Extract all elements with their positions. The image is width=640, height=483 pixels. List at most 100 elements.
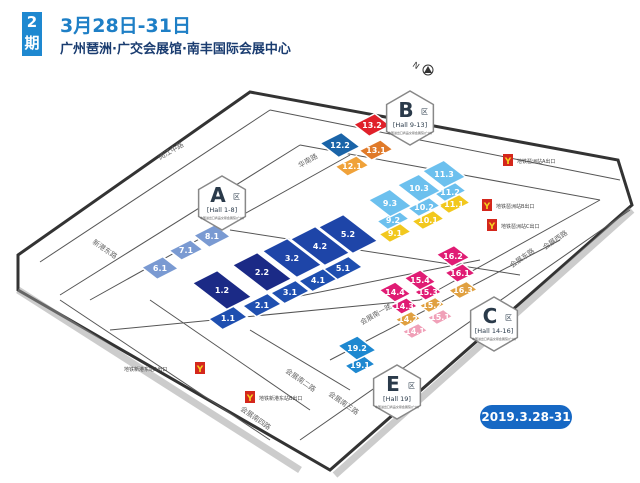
road-edge <box>229 229 521 276</box>
hall-label: 5.1 <box>336 264 351 273</box>
zone-halls: [Hall 14-16] <box>475 327 514 335</box>
metro-glyph: Y <box>483 202 491 212</box>
hall-label: 4.1 <box>311 276 326 285</box>
hall-block <box>260 237 324 279</box>
period-number: 2 <box>26 13 38 31</box>
hall-block <box>318 131 362 159</box>
hall-label: 14.2 <box>398 315 418 324</box>
road-edge <box>299 209 631 441</box>
hall-6-1: 6.1 <box>140 255 180 281</box>
hall-block <box>389 296 419 316</box>
hall-block <box>190 269 254 311</box>
hall-label: 2.1 <box>255 301 270 310</box>
hall-14-2: 14.2 <box>393 310 423 328</box>
metro-glyph: Y <box>246 394 254 404</box>
hall-5-1: 5.1 <box>322 255 364 281</box>
compass-label: N <box>411 60 421 71</box>
hall-block <box>410 209 446 231</box>
venue-name: 广州琶洲·广交会展馆·南丰国际会展中心 <box>60 42 291 57</box>
metro-label: 地铁新港东站A出口 <box>124 366 167 373</box>
road-edge <box>109 299 421 331</box>
road-edge <box>419 199 601 301</box>
hall-14-1: 14.1 <box>400 322 430 340</box>
hall-5-2: 5.2 <box>316 213 380 255</box>
hall-label: 13.1 <box>366 146 386 155</box>
zone-letter: A <box>210 183 226 207</box>
zone-suffix: 区 <box>421 108 428 116</box>
hall-block <box>417 296 447 314</box>
hall-16-2: 16.2 <box>434 244 472 268</box>
road-edge <box>269 109 621 181</box>
hall-block <box>230 251 294 293</box>
hall-label: 2.2 <box>255 268 269 277</box>
hall-9-3: 9.3 <box>366 188 414 218</box>
hall-label: 10.3 <box>409 184 429 193</box>
hall-block <box>336 334 378 362</box>
event-dates: 3月28日-31日 <box>60 15 191 37</box>
hall-label: 15.2 <box>422 301 442 310</box>
period-char: 期 <box>24 34 40 52</box>
hall-label: 19.2 <box>347 344 367 353</box>
hex-badge <box>385 90 435 146</box>
hall-label: 5.2 <box>341 230 355 239</box>
riverbank <box>16 287 302 473</box>
hall-label: 9.3 <box>383 199 397 208</box>
hall-label: 8.1 <box>205 232 220 241</box>
hall-block <box>402 269 438 291</box>
hall-label: 9.1 <box>388 229 403 238</box>
hall-block <box>434 244 472 268</box>
hex-badge <box>469 296 519 352</box>
hall-15-2: 15.2 <box>417 296 447 314</box>
zone-venue: 中国进出口商品交易会展馆(广州) <box>200 215 244 220</box>
metro-glyph: Y <box>504 157 512 167</box>
metro-exit: Y 地铁琶洲站C出口 <box>487 219 540 232</box>
hall-block <box>207 305 249 331</box>
hall-12-1: 12.1 <box>333 154 371 178</box>
zone-letter: C <box>483 304 498 328</box>
road-edge <box>249 329 351 391</box>
hall-12-2: 12.2 <box>318 131 362 159</box>
hall-label: 13.2 <box>362 121 382 130</box>
hall-label: 6.1 <box>153 264 168 273</box>
hall-label: 15.4 <box>410 276 430 285</box>
compass-arrow <box>424 66 432 73</box>
hall-block <box>333 154 371 178</box>
zone-suffix: 区 <box>233 193 240 201</box>
metro-glyph: Y <box>488 222 496 232</box>
hall-16-1: 16.1 <box>443 262 477 284</box>
date-badge: 2019.3.28-31 <box>480 405 572 429</box>
hall-11-3: 11.3 <box>420 159 468 189</box>
hall-label: 14.1 <box>405 327 425 336</box>
hall-block <box>443 262 477 284</box>
hall-label: 1.1 <box>221 314 236 323</box>
hall-label: 19.1 <box>350 361 370 370</box>
hall-label: 15.1 <box>430 313 450 322</box>
hall-label: 11.1 <box>444 200 464 209</box>
hall-label: 11.2 <box>440 188 460 197</box>
hall-label: 10.2 <box>414 203 434 212</box>
road-edge <box>279 259 481 301</box>
zone-halls: [Hall 19] <box>383 395 411 403</box>
hall-4-2: 4.2 <box>288 225 352 267</box>
hall-block <box>377 281 413 303</box>
zone-venue: 中国进出口商品交易会展馆(广州) <box>472 336 516 341</box>
hall-label: 10.1 <box>418 216 438 225</box>
hall-14-4: 14.4 <box>377 281 413 303</box>
hall-label: 15.3 <box>418 288 438 297</box>
zone-venue: 中国进出口商品交易会展馆(广州) <box>375 404 419 409</box>
hall-15-4: 15.4 <box>402 269 438 291</box>
hall-label: 9.2 <box>386 216 400 225</box>
hall-1-1: 1.1 <box>207 305 249 331</box>
metro-label: 地铁琶洲站C出口 <box>501 223 540 230</box>
hall-block <box>400 322 430 340</box>
hall-label: 11.3 <box>434 170 454 179</box>
zone-halls: [Hall 9-13] <box>393 121 427 129</box>
hall-label: 14.3 <box>394 302 414 311</box>
hall-block <box>366 188 414 218</box>
